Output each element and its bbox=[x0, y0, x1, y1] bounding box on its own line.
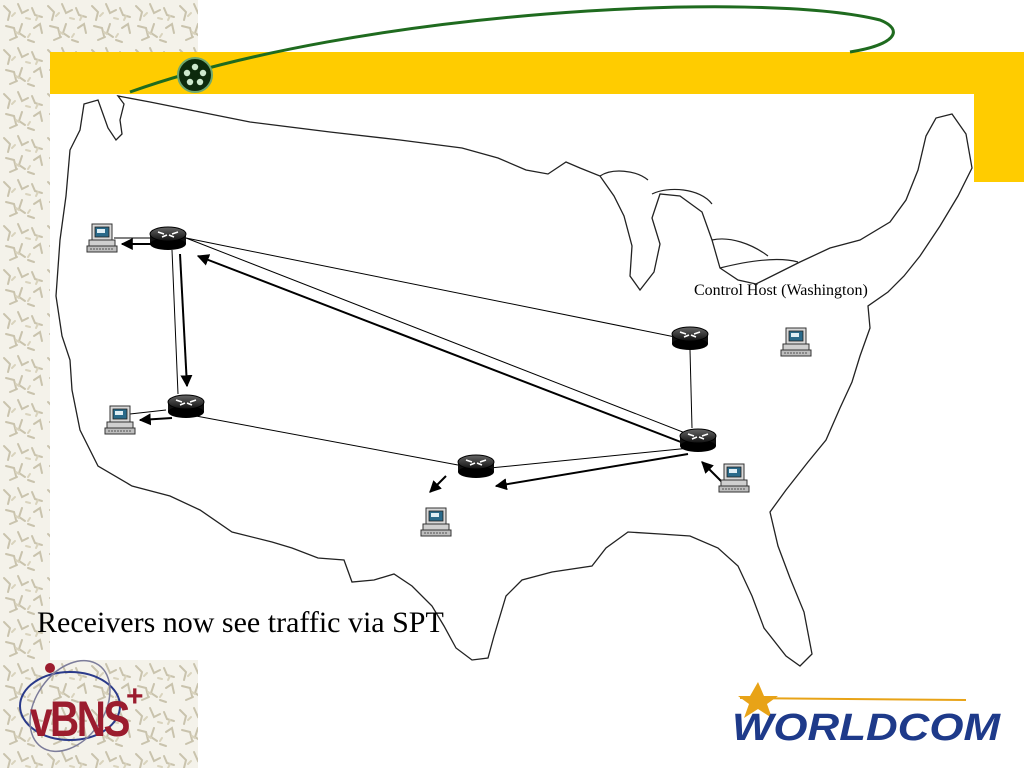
router-icon bbox=[671, 326, 709, 351]
arrow-sf-to-host bbox=[138, 413, 173, 426]
arrow-atlanta-to-houston bbox=[494, 453, 689, 491]
link-houston-atlanta bbox=[489, 447, 691, 469]
worldcom-logo: WORLDCOM bbox=[732, 682, 1002, 749]
control-host-icon bbox=[780, 327, 812, 357]
network-globe-icon bbox=[177, 57, 213, 93]
control-host-label: Control Host (Washington) bbox=[694, 282, 868, 299]
vbns-logo: vBNS + bbox=[19, 659, 144, 753]
arrow-seattle-to-sf bbox=[179, 253, 193, 388]
link-seattle-chicago bbox=[185, 237, 691, 341]
computer-host-icon bbox=[104, 405, 136, 435]
computer-host-icon bbox=[420, 507, 452, 537]
router-icon bbox=[679, 428, 717, 453]
spt-traffic-arrows bbox=[120, 238, 723, 493]
arrow-houston-to-host bbox=[429, 475, 447, 493]
computer-host-icon bbox=[86, 223, 118, 253]
router-icon bbox=[457, 454, 495, 479]
link-sf-houston bbox=[195, 415, 475, 469]
arrow-atlanta-to-seattle bbox=[196, 254, 687, 445]
svg-text:+: + bbox=[126, 680, 144, 713]
great-lakes-outline bbox=[599, 170, 799, 269]
slide-caption: Receivers now see traffic via SPT bbox=[37, 606, 444, 639]
link-seattle-atlanta bbox=[185, 237, 699, 439]
svg-text:vBNS: vBNS bbox=[30, 691, 129, 747]
connector-arc bbox=[129, 5, 895, 94]
arrow-source-to-atlanta bbox=[701, 461, 723, 483]
computer-host-icon bbox=[718, 463, 750, 493]
link-chicago-atlanta bbox=[689, 349, 693, 429]
background-texture-left bbox=[0, 0, 50, 768]
router-icon bbox=[149, 226, 187, 251]
svg-text:WORLDCOM: WORLDCOM bbox=[732, 707, 1002, 749]
router-icon bbox=[167, 394, 205, 419]
us-map-outline bbox=[55, 95, 973, 667]
accent-band-right bbox=[974, 52, 1024, 182]
link-seattle-sf bbox=[171, 249, 179, 395]
link-sf-host bbox=[129, 409, 167, 415]
network-links bbox=[114, 237, 699, 469]
